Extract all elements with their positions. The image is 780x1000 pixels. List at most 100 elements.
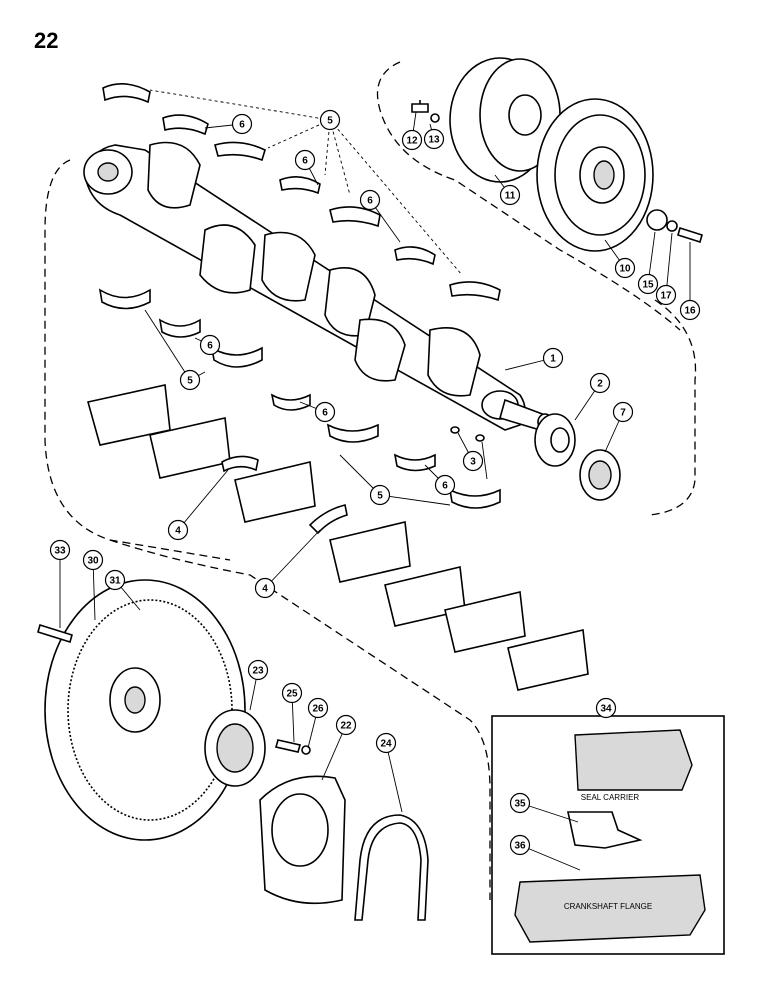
callout-16: 16 <box>679 299 701 321</box>
callout-number: 30 <box>87 556 99 567</box>
callout-circle <box>499 184 521 206</box>
callout-circle <box>314 401 336 423</box>
callout-3: 3 <box>462 450 484 472</box>
callout-number: 3 <box>470 457 476 468</box>
callout-number: 23 <box>252 666 264 677</box>
thrust-washer-lower <box>308 504 348 535</box>
rear-seal-carrier <box>259 775 346 905</box>
thrust-washer-upper <box>221 455 259 473</box>
callout-11: 11 <box>499 184 521 206</box>
callout-5: 5 <box>319 109 341 131</box>
crankshaft-pulley <box>449 57 561 183</box>
seal-detail-box <box>491 715 725 955</box>
woodruff-key-14 <box>475 434 485 442</box>
callout-circle <box>369 484 391 506</box>
callout-1: 1 <box>542 347 564 369</box>
callout-number: 6 <box>239 120 245 131</box>
callout-7: 7 <box>612 401 634 423</box>
callout-number: 22 <box>340 721 352 732</box>
callout-circle <box>49 539 71 561</box>
callout-circle <box>294 149 316 171</box>
callout-number: 26 <box>312 704 324 715</box>
rear-oil-seal <box>204 709 266 787</box>
callout-circle <box>612 401 634 423</box>
callout-number: 4 <box>175 526 181 537</box>
callout-number: 25 <box>286 689 298 700</box>
callout-circle <box>199 334 221 356</box>
callout-circle <box>307 697 329 719</box>
carrier-gasket-24 <box>354 814 429 921</box>
callout-6: 6 <box>314 401 336 423</box>
callout-4: 4 <box>254 577 276 599</box>
callout-circle <box>434 474 456 496</box>
lock-washer-17 <box>666 220 678 232</box>
callout-6: 6 <box>231 113 253 135</box>
washer-26 <box>301 745 311 755</box>
page-number: 22 <box>34 28 59 53</box>
callout-number: 13 <box>428 135 440 146</box>
callout-circle <box>335 714 357 736</box>
callout-circle <box>542 347 564 369</box>
carrier-screw-25 <box>274 739 302 753</box>
callout-number: 10 <box>619 264 631 275</box>
front-oil-seal <box>579 449 621 501</box>
callout-13: 13 <box>423 128 445 150</box>
callout-number: 7 <box>620 408 626 419</box>
callout-circle <box>509 792 531 814</box>
callout-5: 5 <box>369 484 391 506</box>
callout-number: 5 <box>377 491 383 502</box>
callout-circle <box>179 369 201 391</box>
callout-circle <box>637 273 659 295</box>
callout-number: 15 <box>642 280 654 291</box>
seal-carrier-label: SEAL CARRIER <box>581 793 640 802</box>
callout-22: 22 <box>335 714 357 736</box>
callout-number: 24 <box>380 739 392 750</box>
crankshaft-flange-label: CRANKSHAFT FLANGE <box>564 902 652 911</box>
callout-number: 34 <box>600 704 612 715</box>
flywheel <box>44 579 246 841</box>
callout-circle <box>359 189 381 211</box>
main-bearing-shells-upper <box>102 83 501 302</box>
vibration-damper <box>536 98 654 252</box>
callout-circle <box>375 732 397 754</box>
callout-number: 17 <box>660 291 672 302</box>
callout-number: 5 <box>327 116 333 127</box>
callout-number: 6 <box>322 408 328 419</box>
lock-washer-13 <box>430 113 440 123</box>
callout-number: 35 <box>514 799 526 810</box>
pulley-group-boundary <box>376 61 681 331</box>
callout-number: 6 <box>207 341 213 352</box>
callout-34: 34 <box>595 697 617 719</box>
callout-number: 6 <box>367 196 373 207</box>
callout-number: 6 <box>442 481 448 492</box>
crankshaft <box>83 141 553 431</box>
callout-33: 33 <box>49 539 71 561</box>
callout-number: 6 <box>302 156 308 167</box>
callout-12: 12 <box>401 129 423 151</box>
callout-number: 33 <box>54 546 66 557</box>
callout-number: 11 <box>505 191 516 202</box>
callout-2: 2 <box>589 372 611 394</box>
callout-31: 31 <box>104 569 126 591</box>
main-bearing-shells-lower <box>98 288 501 509</box>
callout-36: 36 <box>509 834 531 856</box>
pulley-bolt-12 <box>411 100 429 113</box>
callout-circle <box>614 257 636 279</box>
callout-6: 6 <box>294 149 316 171</box>
callout-circle <box>254 577 276 599</box>
callout-26: 26 <box>307 697 329 719</box>
callout-25: 25 <box>281 682 303 704</box>
callout-30: 30 <box>82 549 104 571</box>
callout-circle <box>509 834 531 856</box>
main-bearing-caps <box>87 384 589 691</box>
callout-circle <box>595 697 617 719</box>
callout-6: 6 <box>434 474 456 496</box>
callout-15: 15 <box>637 273 659 295</box>
callout-circle <box>423 128 445 150</box>
damper-washer-15 <box>646 209 668 231</box>
callout-23: 23 <box>247 659 269 681</box>
callout-17: 17 <box>655 284 677 306</box>
crankshaft-group-boundary <box>44 159 231 561</box>
